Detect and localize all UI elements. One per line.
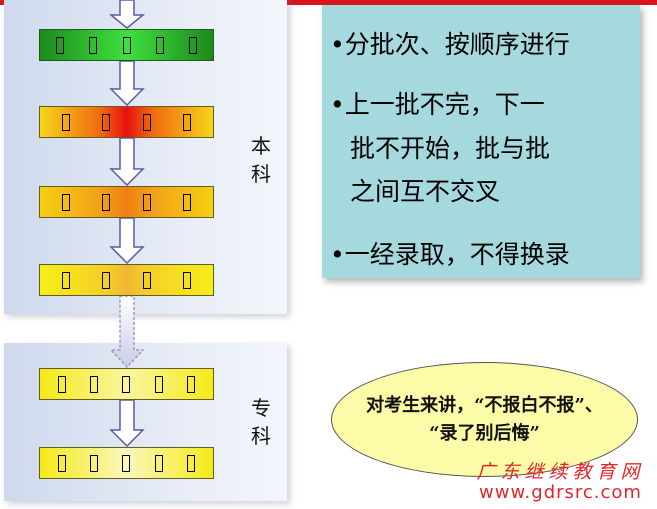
placeholder-glyph: [122, 454, 131, 472]
placeholder-glyph: [90, 454, 99, 472]
arrow-down-icon: [109, 218, 145, 264]
label-benke: 本 科: [251, 134, 271, 186]
batch-bar-yellow: [39, 264, 214, 296]
arrow-down-icon: [109, 138, 145, 186]
placeholder-glyph: [90, 375, 99, 393]
candidate-note-ellipse: 对考生来讲，“不报白不报”、 “录了别后悔”: [331, 362, 638, 477]
placeholder-glyph: [102, 113, 111, 131]
placeholder-glyph: [155, 36, 164, 54]
placeholder-glyph: [122, 36, 131, 54]
rule-batch-order: •分批次、按顺序进行: [330, 30, 570, 59]
placeholder-glyph: [122, 375, 131, 393]
placeholder-glyph: [102, 271, 111, 289]
placeholder-glyph: [62, 271, 71, 289]
placeholder-glyph: [142, 193, 151, 211]
top-accent-line: [0, 0, 657, 5]
placeholder-glyph: [62, 113, 71, 131]
placeholder-glyph: [186, 454, 195, 472]
placeholder-glyph: [58, 375, 67, 393]
note-line-1: 对考生来讲，“不报白不报”、: [366, 394, 603, 416]
placeholder-glyph: [154, 454, 163, 472]
label-zhuanke: 专 科: [251, 396, 271, 448]
rule-no-overlap-line2: 批不开始，批与批: [350, 134, 551, 163]
rule-no-overlap-line1: •上一批不完，下一: [330, 90, 545, 119]
placeholder-glyph: [142, 113, 151, 131]
placeholder-glyph: [182, 193, 191, 211]
batch-bar-pale-2: [39, 447, 214, 479]
arrow-down-icon: [109, 400, 145, 447]
note-line-2: “录了别后悔”: [429, 422, 540, 444]
placeholder-glyph: [62, 193, 71, 211]
rule-no-overlap-line3: 之间互不交叉: [350, 177, 501, 206]
site-watermark: 广东继续教育网 www.gdrsrc.com: [468, 461, 653, 503]
placeholder-glyph: [189, 36, 197, 54]
watermark-url: www.gdrsrc.com: [479, 482, 642, 503]
rule-no-switch: •一经录取，不得换录: [330, 240, 570, 269]
rules-box: •分批次、按顺序进行 •上一批不完，下一 批不开始，批与批 之间互不交叉 •一经…: [322, 5, 640, 278]
batch-bar-red: [39, 106, 214, 138]
placeholder-glyph: [154, 375, 163, 393]
placeholder-glyph: [182, 113, 191, 131]
placeholder-glyph: [102, 193, 111, 211]
placeholder-glyph: [142, 271, 151, 289]
batch-bar-orange: [39, 186, 214, 218]
placeholder-glyph: [186, 375, 195, 393]
placeholder-glyph: [56, 36, 64, 54]
arrow-down-icon: [109, 61, 145, 106]
watermark-site-name: 广东继续教育网: [476, 461, 645, 483]
batch-bar-pale-1: [39, 368, 214, 400]
placeholder-glyph: [89, 36, 98, 54]
placeholder-glyph: [58, 454, 67, 472]
placeholder-glyph: [182, 271, 191, 289]
batch-bar-green: [39, 29, 214, 61]
dotted-arrow-down-icon: [109, 296, 145, 368]
arrow-down-icon: [109, 0, 145, 29]
